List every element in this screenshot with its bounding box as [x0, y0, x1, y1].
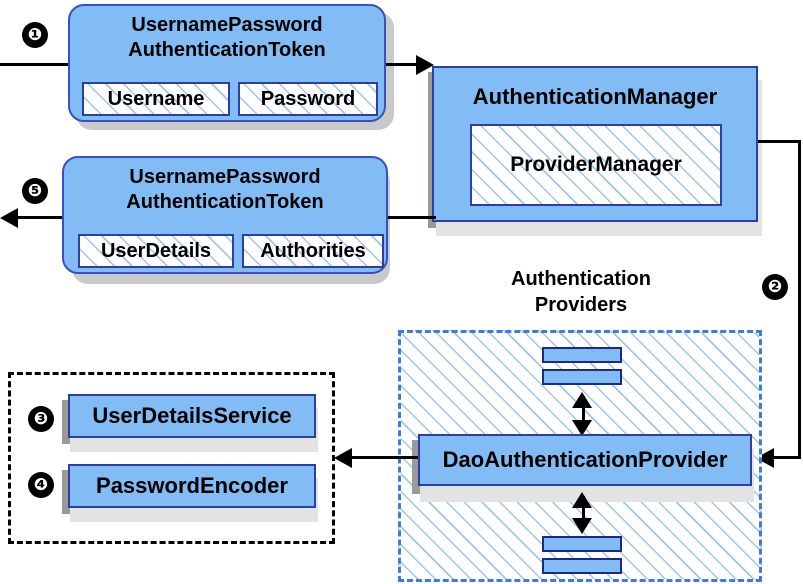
request-token-title-line1: UsernamePassword [131, 14, 323, 36]
provider-placeholder-bar-3 [542, 536, 622, 552]
request-token-slot-username-label: Username [107, 87, 205, 110]
response-token-slot-authorities: Authorities [242, 234, 384, 268]
password-encoder-label: PasswordEncoder [96, 473, 288, 498]
response-token-title-line1: UsernamePassword [129, 166, 321, 188]
dao-authentication-provider-box[interactable]: DaoAuthenticationProvider [418, 434, 752, 486]
provider-link-line-1 [582, 396, 585, 424]
request-token-slot-password-label: Password [260, 87, 356, 110]
request-token-slot-username: Username [82, 82, 230, 116]
user-details-service-label: UserDetailsService [92, 403, 292, 428]
providers-group-title-line2: Providers [534, 294, 628, 316]
incoming-request-line [0, 63, 78, 66]
response-token-card[interactable]: UsernamePassword AuthenticationToken Use… [62, 156, 388, 274]
request-token-card[interactable]: UsernamePassword AuthenticationToken Use… [68, 4, 386, 122]
provider-manager-label: ProviderManager [510, 153, 682, 176]
provider-to-collaborators-line [350, 456, 418, 459]
manager-to-provider-vline [798, 140, 801, 458]
provider-to-collaborators-arrowhead [334, 448, 352, 468]
provider-link-down-arrow-2 [572, 518, 592, 534]
step-marker-4: ❹ [28, 472, 54, 498]
providers-group-title-line1: Authentication [511, 268, 651, 290]
user-details-service-box[interactable]: UserDetailsService [68, 394, 316, 438]
request-token-slot-password: Password [238, 82, 378, 116]
provider-manager-box[interactable]: ProviderManager [470, 124, 722, 206]
provider-placeholder-bar-2 [542, 369, 622, 385]
response-token-slot-userdetails-label: UserDetails [100, 239, 212, 262]
manager-to-provider-top-line [758, 140, 801, 143]
step-marker-5: ❺ [22, 178, 48, 204]
response-token-slot-authorities-label: Authorities [260, 239, 366, 262]
providers-group-title: Authentication Providers [470, 266, 692, 318]
provider-placeholder-bar-4 [542, 558, 622, 574]
response-token-slot-userdetails: UserDetails [78, 234, 234, 268]
response-out-line [16, 216, 78, 219]
step-marker-1: ❶ [22, 22, 48, 48]
provider-link-line-2 [582, 496, 585, 522]
dao-authentication-provider-label: DaoAuthenticationProvider [442, 447, 728, 472]
response-token-title-line2: AuthenticationToken [126, 191, 324, 213]
step-marker-3: ❸ [28, 406, 54, 432]
authentication-manager-box[interactable]: AuthenticationManager ProviderManager [432, 66, 758, 222]
password-encoder-box[interactable]: PasswordEncoder [68, 464, 316, 508]
step-marker-2: ❷ [762, 274, 788, 300]
request-token-title-line2: AuthenticationToken [128, 39, 326, 61]
manager-to-provider-bottom-line [772, 456, 801, 459]
provider-placeholder-bar-1 [542, 347, 622, 363]
authentication-manager-title: AuthenticationManager [472, 84, 718, 109]
manager-to-response-line [388, 216, 436, 219]
collaborators-group-container [8, 372, 335, 544]
response-out-arrowhead [0, 208, 18, 228]
request-to-manager-line [386, 63, 418, 66]
provider-link-down-arrow-1 [572, 420, 592, 436]
request-to-manager-arrowhead [416, 55, 434, 75]
